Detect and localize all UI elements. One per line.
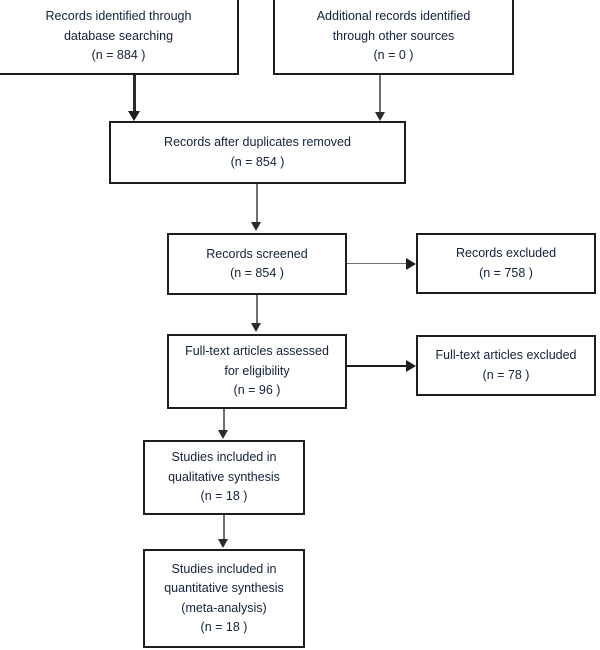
box-line: Full-text articles excluded: [435, 348, 577, 363]
box-records-excluded: Records excluded (n = 758 ): [416, 233, 596, 294]
connector-line-qualitative-to-quantitative: [223, 515, 225, 540]
connector-line-screened-to-fulltext: [256, 295, 258, 324]
arrow-down-icon: [251, 222, 261, 231]
box-line: Additional records identified: [316, 9, 471, 24]
box-count: (n = 18 ): [200, 489, 248, 504]
box-line: Records screened: [206, 246, 308, 261]
box-count: (n = 0 ): [373, 48, 414, 63]
box-count: (n = 884 ): [91, 48, 146, 63]
box-line: for eligibility: [224, 363, 290, 378]
box-count: (n = 78 ): [482, 367, 530, 382]
connector-line-screened-to-records-excluded: [347, 263, 411, 264]
box-records-identified-other-sources: Additional records identified through ot…: [273, 0, 514, 75]
box-count: (n = 18 ): [200, 619, 248, 634]
box-fulltext-articles-assessed: Full-text articles assessed for eligibil…: [167, 334, 347, 409]
box-line: Full-text articles assessed: [185, 344, 329, 359]
box-line: database searching: [63, 28, 174, 43]
arrow-down-icon: [218, 539, 228, 548]
box-count: (n = 758 ): [479, 265, 533, 280]
box-line: quantitative synthesis: [164, 581, 284, 596]
box-count: (n = 854 ): [230, 266, 284, 280]
connector-line-duplicates-to-screened: [256, 184, 258, 223]
box-records-screened: Records screened (n = 854 ): [167, 233, 347, 295]
box-fulltext-articles-excluded: Full-text articles excluded (n = 78 ): [416, 335, 596, 396]
box-count: (n = 854 ): [230, 154, 285, 169]
arrow-down-icon: [128, 111, 140, 121]
box-line: through other sources: [332, 28, 455, 43]
box-records-after-duplicates-removed: Records after duplicates removed (n = 85…: [109, 121, 406, 184]
connector-line-fulltext-to-fulltext-excluded: [347, 365, 411, 367]
box-records-identified-database: Records identified through database sear…: [0, 0, 239, 75]
box-count: (n = 96 ): [233, 383, 281, 398]
box-line: qualitative synthesis: [168, 469, 280, 484]
box-line: Records excluded: [455, 246, 557, 261]
arrow-right-icon: [406, 360, 416, 372]
box-studies-included-qualitative: Studies included in qualitative synthesi…: [143, 440, 305, 515]
arrow-right-icon: [406, 258, 416, 270]
box-line: Studies included in: [171, 561, 277, 576]
connector-line-other-sources-to-duplicates: [379, 75, 381, 114]
arrow-down-icon: [218, 430, 228, 439]
box-line: (meta-analysis): [181, 600, 267, 615]
box-line: Studies included in: [171, 450, 277, 465]
connector-line-database-to-duplicates: [133, 75, 136, 113]
box-line: Records identified through: [45, 9, 192, 24]
box-line: Records after duplicates removed: [164, 135, 351, 150]
box-studies-included-quantitative: Studies included in quantitative synthes…: [143, 549, 305, 648]
connector-line-fulltext-to-qualitative: [223, 409, 225, 431]
arrow-down-icon: [251, 323, 261, 332]
arrow-down-icon: [375, 112, 385, 121]
